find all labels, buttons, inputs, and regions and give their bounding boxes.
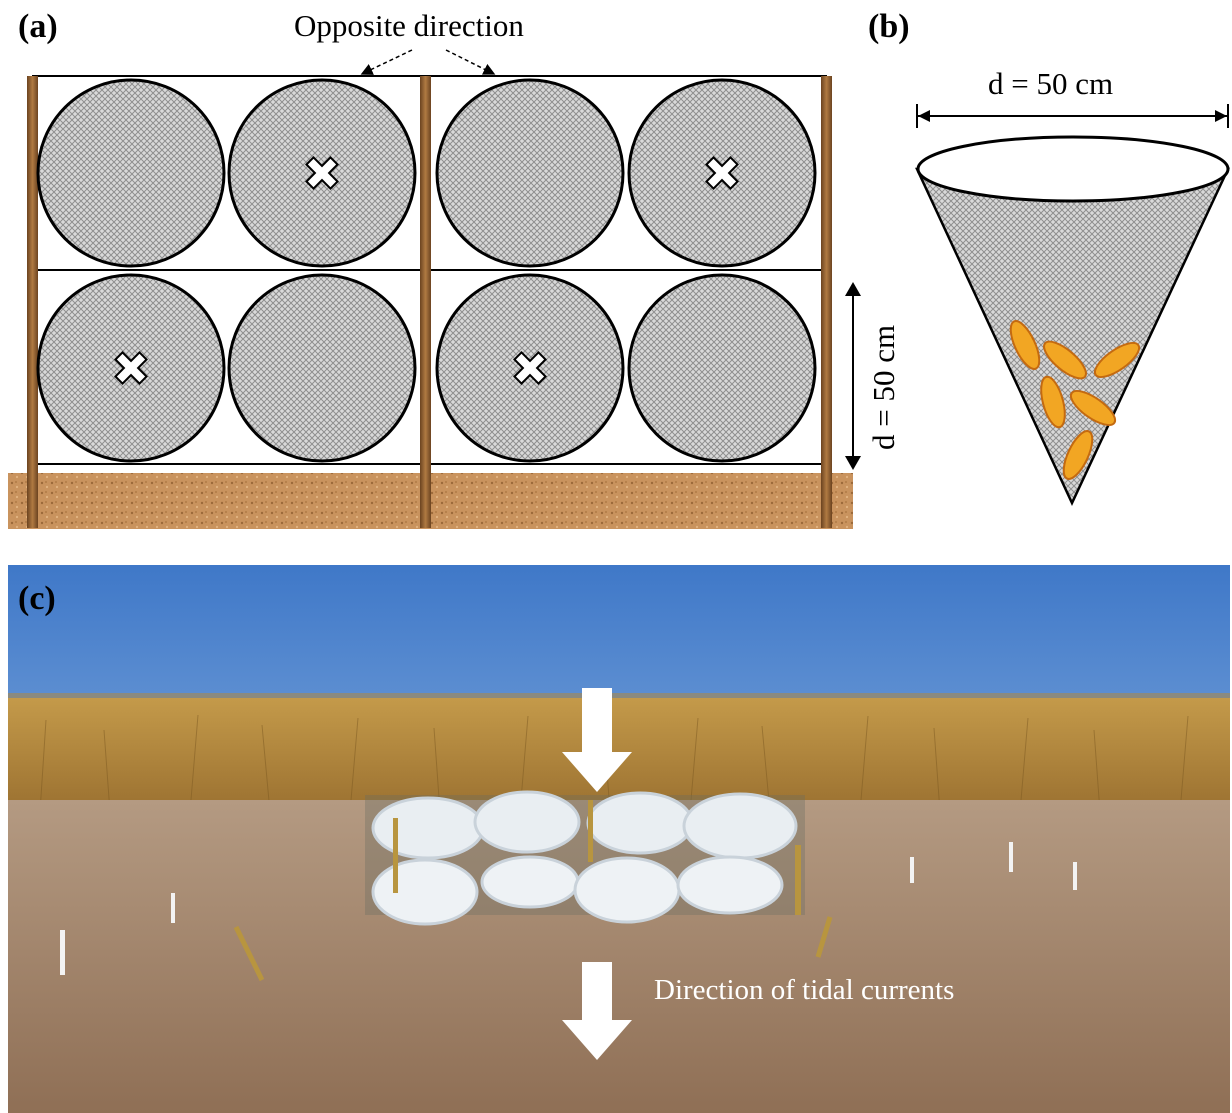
cross-icon [513, 351, 547, 385]
cone-rim [916, 135, 1230, 203]
opposite-direction-label: Opposite direction [294, 8, 524, 43]
post-right [821, 76, 832, 528]
cross-icon [305, 156, 339, 190]
net-top-3 [435, 78, 625, 268]
arrow-down-icon [562, 688, 632, 792]
seed-icon [1009, 320, 1141, 480]
arrow-right-frame [445, 49, 496, 75]
post-middle [420, 76, 431, 528]
tidal-current-label: Direction of tidal currents [654, 974, 955, 1006]
panel-a [8, 49, 861, 529]
tidal-water [8, 800, 1230, 1113]
net-top-1 [36, 78, 226, 268]
panel-c-photo [8, 565, 1230, 1113]
stakes [60, 842, 1077, 982]
panel-b-label: (b) [868, 8, 910, 45]
arrow-left-frame [360, 49, 413, 75]
width-dimension-label: d = 50 cm [988, 66, 1114, 101]
net-bottom-2 [227, 273, 417, 463]
cross-icon [705, 156, 739, 190]
net-bottom-4 [627, 273, 817, 463]
panel-a-label: (a) [18, 8, 58, 45]
arrow-down-icon [562, 962, 632, 1060]
panel-b [915, 104, 1230, 506]
post-left [27, 76, 38, 528]
cross-icon [114, 351, 148, 385]
net-assembly [365, 790, 805, 926]
panel-c-label: (c) [18, 580, 56, 617]
height-dimension-label: d = 50 cm [866, 324, 901, 450]
